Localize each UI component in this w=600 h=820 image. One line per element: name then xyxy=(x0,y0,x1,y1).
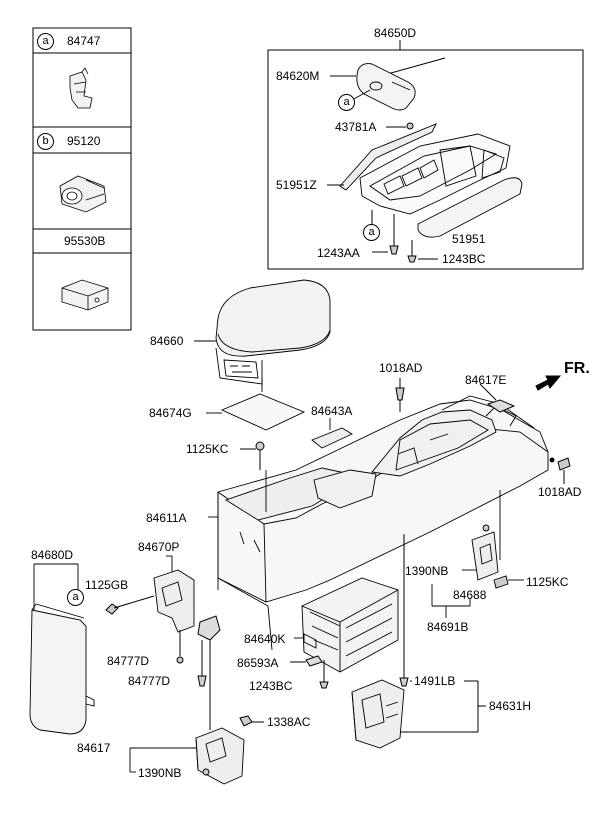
legend-marker-b: b xyxy=(37,133,54,150)
part-label-1491LB: 1491LB xyxy=(414,674,456,688)
bolt-1018AD-top xyxy=(395,378,405,412)
part-86593A xyxy=(290,655,323,667)
part-label-1125KC-left: 1125KC xyxy=(186,442,229,456)
ref-marker-a-1: a xyxy=(338,94,355,111)
bolt-1018AD-right xyxy=(557,457,571,484)
part-label-1243BC-top: 1243BC xyxy=(442,252,486,266)
part-label-1390NB-bottom: 1390NB xyxy=(138,766,182,780)
part-label-84643A: 84643A xyxy=(311,404,353,418)
part-label-84617E: 84617E xyxy=(465,373,507,387)
part-label-84777D-1: 84777D xyxy=(107,654,150,668)
bracket-84688 xyxy=(431,490,524,618)
bracket-84617 xyxy=(129,727,245,785)
part-label-84688: 84688 xyxy=(453,588,487,602)
part-label-86593A: 86593A xyxy=(237,656,279,670)
armrest-84660 xyxy=(194,279,331,385)
ref-marker-a-2: a xyxy=(363,224,380,241)
part-label-1018AD-right: 1018AD xyxy=(538,485,582,499)
screw-1243AA xyxy=(372,214,399,255)
connector-icon xyxy=(61,279,109,311)
power-outlet-icon xyxy=(59,175,107,213)
part-84617E xyxy=(479,383,516,413)
screw-43781A xyxy=(386,122,414,130)
legend-part-84747: 84747 xyxy=(67,34,101,48)
screw-1243BC-top xyxy=(407,240,438,263)
part-label-84640K: 84640K xyxy=(244,632,286,646)
clip-1491LB xyxy=(399,534,486,732)
console-body-84611A xyxy=(208,395,555,651)
part-label-84620M: 84620M xyxy=(276,69,320,83)
part-label-1018AD-top: 1018AD xyxy=(379,361,423,375)
ref-marker-a-3: a xyxy=(67,589,84,606)
part-label-1125GB: 1125GB xyxy=(85,578,129,592)
part-label-84674G: 84674G xyxy=(149,406,192,420)
front-direction-label: FR. xyxy=(564,360,590,377)
part-label-51951Z: 51951Z xyxy=(276,178,317,192)
part-label-84777D-2: 84777D xyxy=(128,674,171,688)
part-label-84631H: 84631H xyxy=(489,699,532,713)
legend-box xyxy=(32,27,132,331)
side-trim-51951 xyxy=(417,177,523,238)
part-84777D-1 xyxy=(176,630,184,664)
part-84777D-2 xyxy=(197,615,221,730)
part-label-84660: 84660 xyxy=(150,334,184,348)
legend-marker-a: a xyxy=(37,33,54,50)
part-label-1338AC: 1338AC xyxy=(267,715,311,729)
clip-icon xyxy=(69,67,93,109)
shift-cover-box xyxy=(267,40,584,270)
part-label-84680D: 84680D xyxy=(31,548,74,562)
cover-84643A xyxy=(311,418,353,449)
bolt-1125KC-left xyxy=(240,441,265,470)
part-label-51951: 51951 xyxy=(452,232,486,246)
bracket-84631H xyxy=(351,679,478,749)
shift-panel-51951Z xyxy=(327,123,511,215)
part-label-1243AA: 1243AA xyxy=(317,246,360,260)
part-label-84691B: 84691B xyxy=(427,620,469,634)
part-label-1243BC-bottom: 1243BC xyxy=(249,679,293,693)
bolt-1125GB xyxy=(105,595,155,615)
front-arrow-icon xyxy=(535,375,562,391)
screw-1243BC-bottom xyxy=(319,660,329,689)
rear-cover-84680D xyxy=(29,563,95,735)
cover-plate-84620M xyxy=(351,63,416,111)
part-label-84650D: 84650D xyxy=(374,26,417,40)
part-label-43781A: 43781A xyxy=(335,120,377,134)
pad-84674G xyxy=(206,378,306,431)
part-label-1390NB-right: 1390NB xyxy=(405,564,449,578)
part-label-84670P: 84670P xyxy=(138,540,180,554)
part-label-84611A: 84611A xyxy=(146,511,187,525)
part-label-84617: 84617 xyxy=(77,741,111,755)
tray-84640K xyxy=(294,577,399,673)
bracket-84670P xyxy=(153,555,195,633)
nut-1338AC xyxy=(239,715,264,727)
legend-part-95120: 95120 xyxy=(67,134,101,148)
legend-part-95530B: 95530B xyxy=(64,234,106,248)
part-label-1125KC-right: 1125KC xyxy=(526,575,569,589)
